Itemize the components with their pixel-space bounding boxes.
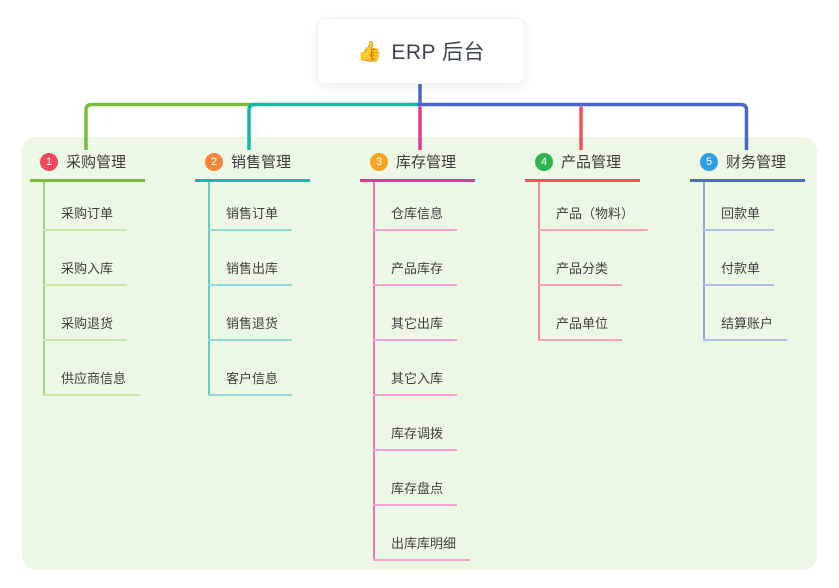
child-node-label: 采购入库 <box>43 258 128 286</box>
child-node[interactable]: 仓库信息 <box>373 182 520 231</box>
mindmap-background-panel <box>22 137 817 570</box>
branch-title: 销售管理 <box>231 154 292 171</box>
branch-children: 回款单付款单结算账户 <box>703 182 839 341</box>
branch-number-badge: 5 <box>700 152 718 171</box>
child-node[interactable]: 客户信息 <box>208 341 355 396</box>
child-node-label: 采购退货 <box>43 313 128 341</box>
root-title: ERP 后台 <box>391 41 486 64</box>
child-node-label: 客户信息 <box>208 368 293 396</box>
child-node[interactable]: 供应商信息 <box>43 341 190 396</box>
child-node[interactable]: 结算账户 <box>703 286 839 341</box>
branch-children: 采购订单采购入库采购退货供应商信息 <box>43 182 190 396</box>
child-node[interactable]: 产品分类 <box>538 231 685 286</box>
thumbs-up-icon: 👍 <box>356 40 383 63</box>
branch-4: 4 产品管理产品（物料） 产品分类产品单位 <box>525 150 685 341</box>
branch-5: 5 财务管理回款单付款单结算账户 <box>690 150 839 341</box>
child-node-label: 产品库存 <box>373 258 458 286</box>
branch-2: 2 销售管理销售订单销售出库销售退货客户信息 <box>195 150 355 396</box>
branch-number-badge: 1 <box>40 152 58 171</box>
root-node-erp[interactable]: 👍 ERP 后台 <box>317 18 525 84</box>
child-node-label: 产品单位 <box>538 313 623 341</box>
child-node[interactable]: 销售出库 <box>208 231 355 286</box>
child-node-label: 仓库信息 <box>373 203 458 231</box>
branch-number-badge: 2 <box>205 152 223 171</box>
child-node-label: 付款单 <box>703 258 775 286</box>
child-node-label: 出库库明细 <box>373 533 471 561</box>
child-node-label: 其它出库 <box>373 313 458 341</box>
branch-title: 采购管理 <box>66 154 127 171</box>
branch-children: 仓库信息产品库存其它出库其它入库库存调拨库存盘点出库库明细 <box>373 182 520 561</box>
branch-title: 库存管理 <box>396 154 457 171</box>
child-node[interactable]: 付款单 <box>703 231 839 286</box>
child-node[interactable]: 采购退货 <box>43 286 190 341</box>
child-node[interactable]: 销售订单 <box>208 182 355 231</box>
child-node[interactable]: 库存调拨 <box>373 396 520 451</box>
branch-node-1[interactable]: 1 采购管理 <box>30 150 145 182</box>
child-node-label: 采购订单 <box>43 203 128 231</box>
branch-node-5[interactable]: 5 财务管理 <box>690 150 805 182</box>
child-node[interactable]: 其它入库 <box>373 341 520 396</box>
child-node[interactable]: 采购订单 <box>43 182 190 231</box>
branch-node-3[interactable]: 3 库存管理 <box>360 150 475 182</box>
child-node-label: 其它入库 <box>373 368 458 396</box>
branch-number-badge: 3 <box>370 152 388 171</box>
child-node-label: 产品分类 <box>538 258 623 286</box>
child-node-label: 销售订单 <box>208 203 293 231</box>
branch-3: 3 库存管理仓库信息产品库存其它出库其它入库库存调拨库存盘点出库库明细 <box>360 150 520 561</box>
child-node[interactable]: 采购入库 <box>43 231 190 286</box>
child-node-label: 销售退货 <box>208 313 293 341</box>
child-node[interactable]: 产品单位 <box>538 286 685 341</box>
branch-title: 产品管理 <box>561 154 622 171</box>
child-node-label: 销售出库 <box>208 258 293 286</box>
child-node-label: 产品（物料） <box>538 203 649 231</box>
child-node-label: 库存调拨 <box>373 423 458 451</box>
branch-title: 财务管理 <box>726 154 787 171</box>
branch-children: 产品（物料） 产品分类产品单位 <box>538 182 685 341</box>
branch-node-2[interactable]: 2 销售管理 <box>195 150 310 182</box>
child-node[interactable]: 其它出库 <box>373 286 520 341</box>
child-node-label: 供应商信息 <box>43 368 141 396</box>
branch-number-badge: 4 <box>535 152 553 171</box>
child-node-label: 回款单 <box>703 203 775 231</box>
child-node-label: 结算账户 <box>703 313 788 341</box>
branch-node-4[interactable]: 4 产品管理 <box>525 150 640 182</box>
child-node-label: 库存盘点 <box>373 478 458 506</box>
branch-children: 销售订单销售出库销售退货客户信息 <box>208 182 355 396</box>
child-node[interactable]: 产品库存 <box>373 231 520 286</box>
child-node[interactable]: 产品（物料） <box>538 182 685 231</box>
child-node[interactable]: 回款单 <box>703 182 839 231</box>
branch-1: 1 采购管理采购订单采购入库采购退货供应商信息 <box>30 150 190 396</box>
child-node[interactable]: 出库库明细 <box>373 506 520 561</box>
child-node[interactable]: 销售退货 <box>208 286 355 341</box>
child-node[interactable]: 库存盘点 <box>373 451 520 506</box>
